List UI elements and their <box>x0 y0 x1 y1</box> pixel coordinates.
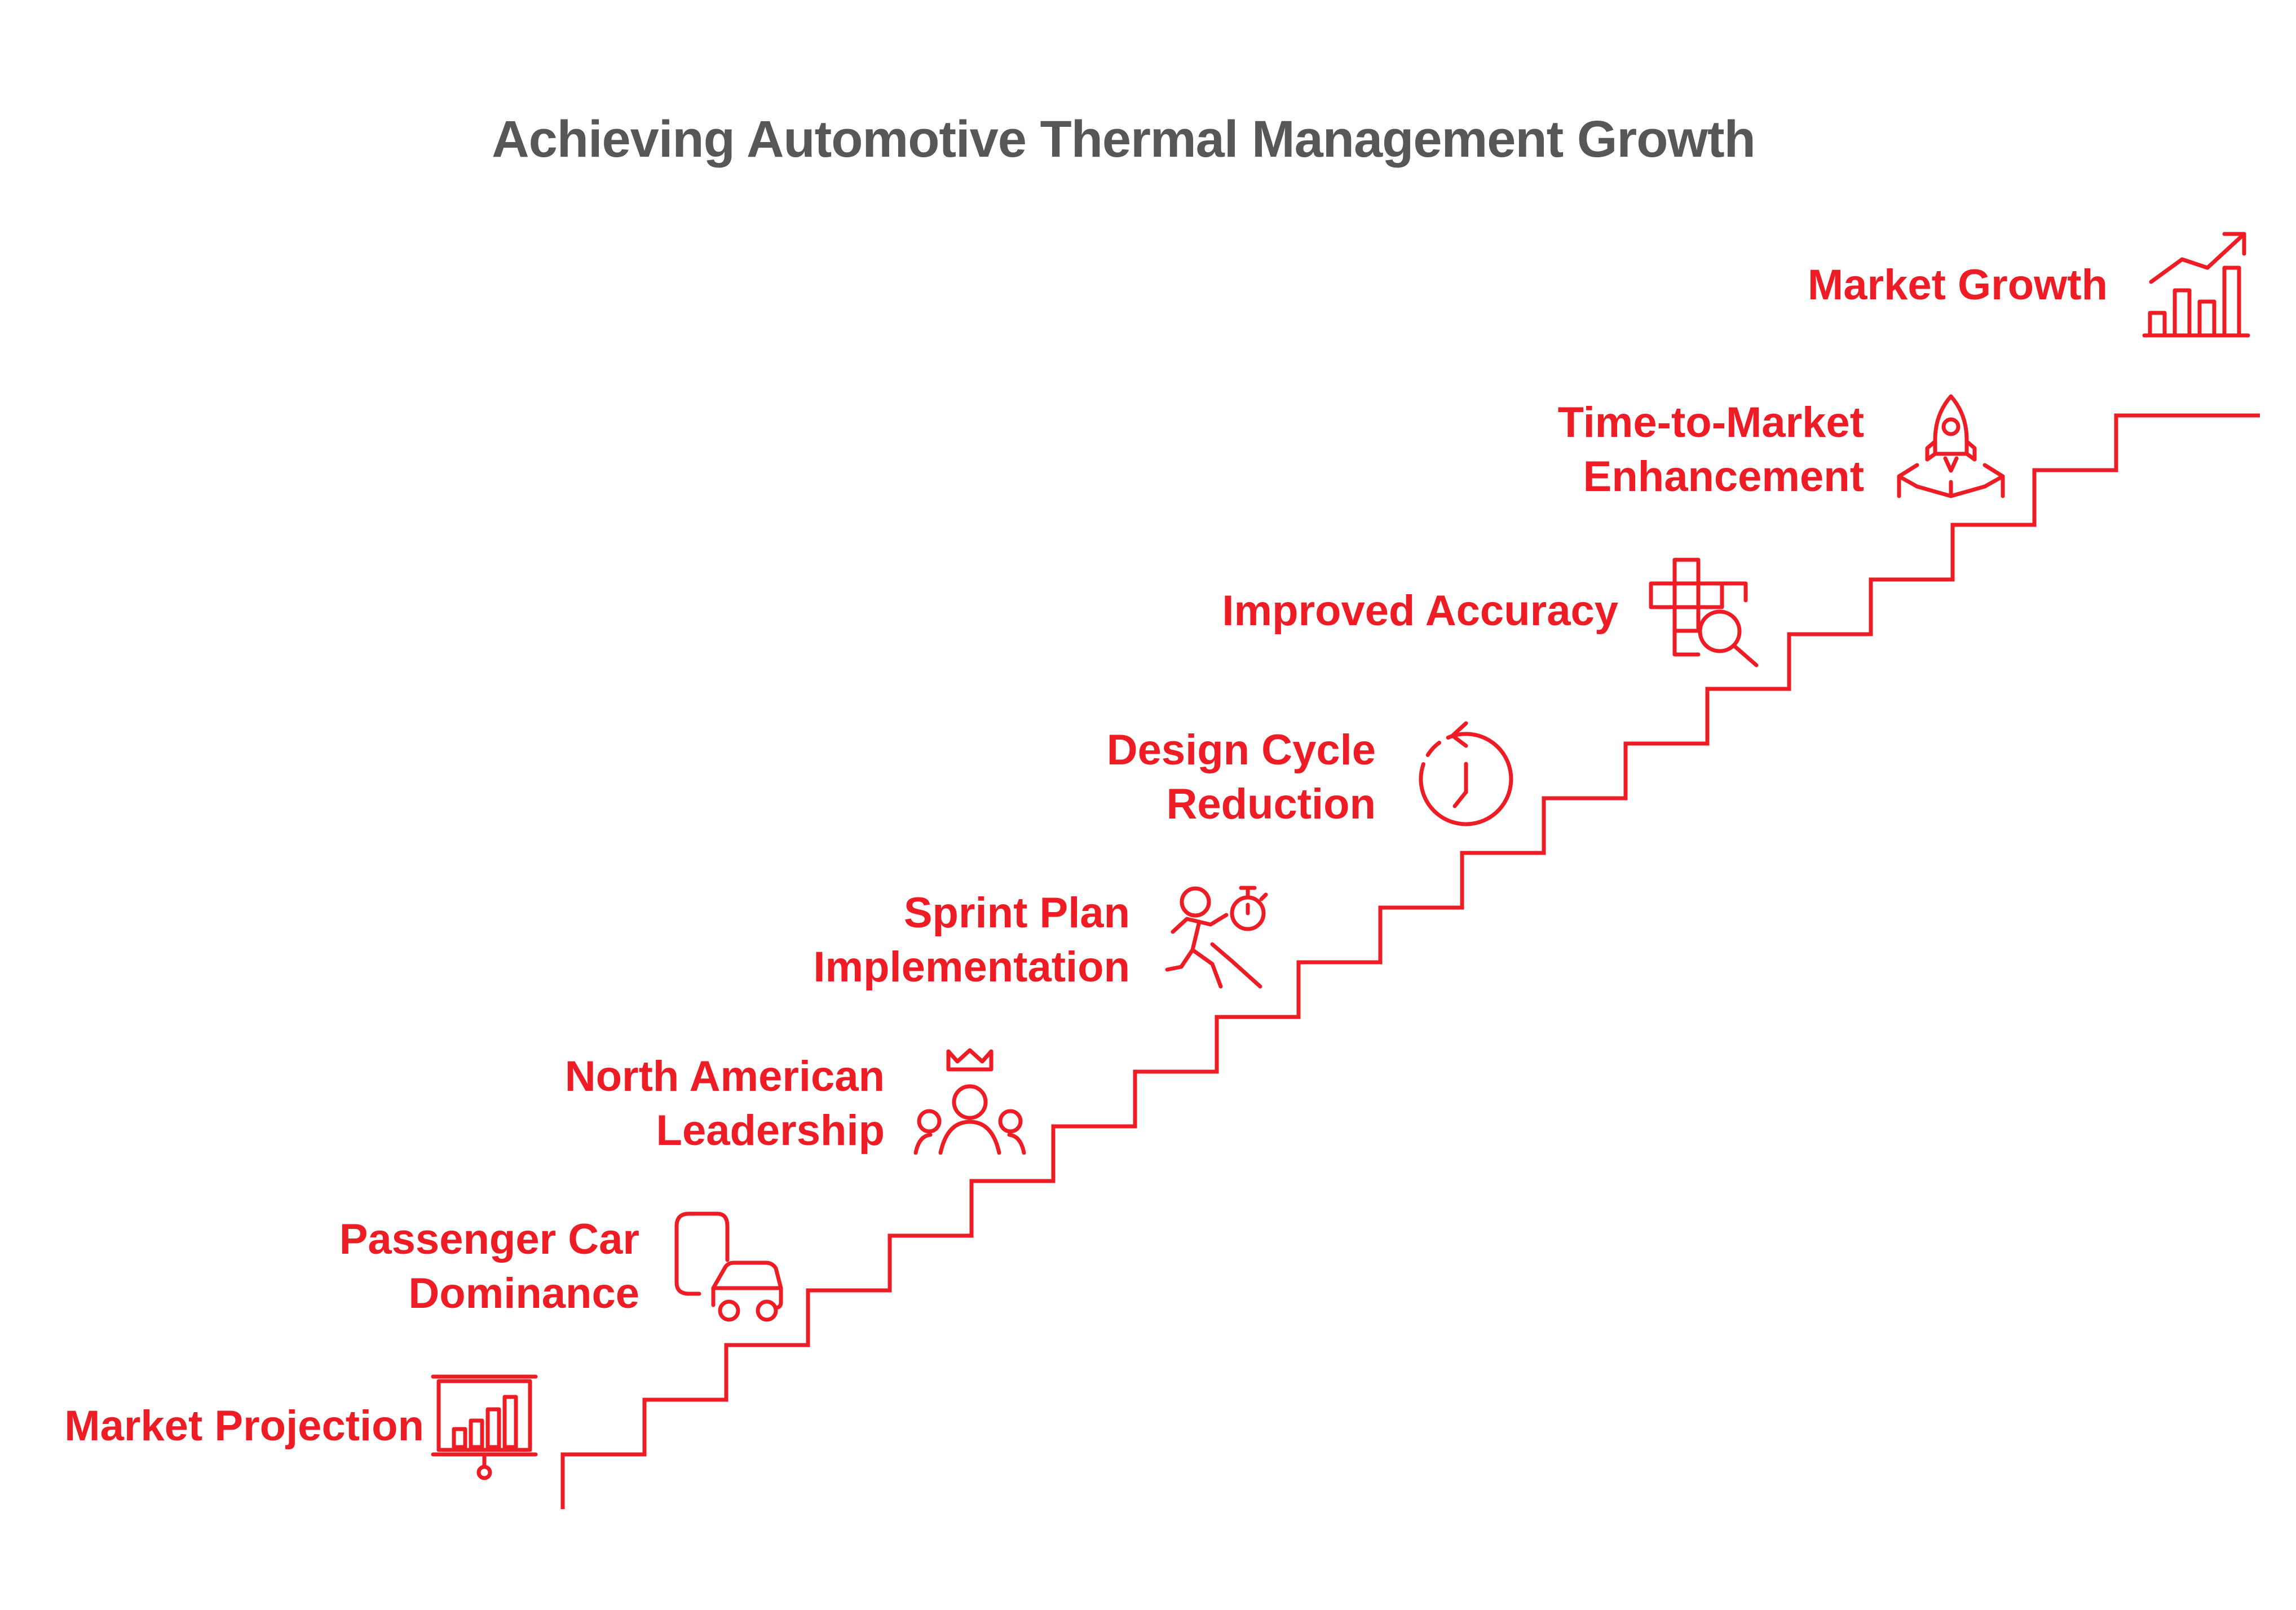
step-label-time-to-market-enhancement: Time-to-Market Enhancement <box>1558 396 1864 504</box>
diagram-title: Achieving Automotive Thermal Management … <box>492 110 1756 168</box>
step-label-market-growth: Market Growth <box>1808 258 2108 312</box>
step-label-improved-accuracy: Improved Accuracy <box>1222 584 1618 638</box>
growth-chart-icon <box>2142 232 2250 338</box>
step-label-line: Design Cycle <box>1106 726 1376 774</box>
step-label-sprint-plan-implementation: Sprint Plan Implementation <box>813 886 1130 994</box>
running-stopwatch-icon <box>1165 886 1268 989</box>
step-label-line: North American <box>564 1052 885 1100</box>
step-label-market-projection: Market Projection <box>64 1399 424 1453</box>
step-label-line: Dominance <box>408 1270 639 1317</box>
rocket-launch-icon <box>1897 394 2005 498</box>
step-label-line: Leadership <box>656 1107 885 1155</box>
step-label-line: Passenger Car <box>339 1215 639 1263</box>
countdown-clock-icon <box>1419 721 1513 826</box>
phone-car-icon <box>674 1211 783 1322</box>
step-label-line: Sprint Plan <box>903 889 1130 937</box>
step-label-line: Implementation <box>813 943 1130 991</box>
step-label-passenger-car-dominance: Passenger Car Dominance <box>339 1213 639 1321</box>
grid-magnifier-icon <box>1649 558 1759 667</box>
step-label-line: Reduction <box>1166 780 1376 828</box>
step-label-line: Market Projection <box>64 1402 424 1450</box>
step-label-line: Improved Accuracy <box>1222 587 1618 635</box>
step-label-line: Enhancement <box>1583 453 1864 501</box>
step-label-north-american-leadership: North American Leadership <box>565 1050 885 1158</box>
presentation-chart-icon <box>431 1374 538 1480</box>
step-label-line: Time-to-Market <box>1557 399 1864 446</box>
crowned-group-icon <box>913 1048 1026 1155</box>
step-label-line: Market Growth <box>1807 261 2108 309</box>
step-label-design-cycle-reduction: Design Cycle Reduction <box>1107 723 1376 831</box>
